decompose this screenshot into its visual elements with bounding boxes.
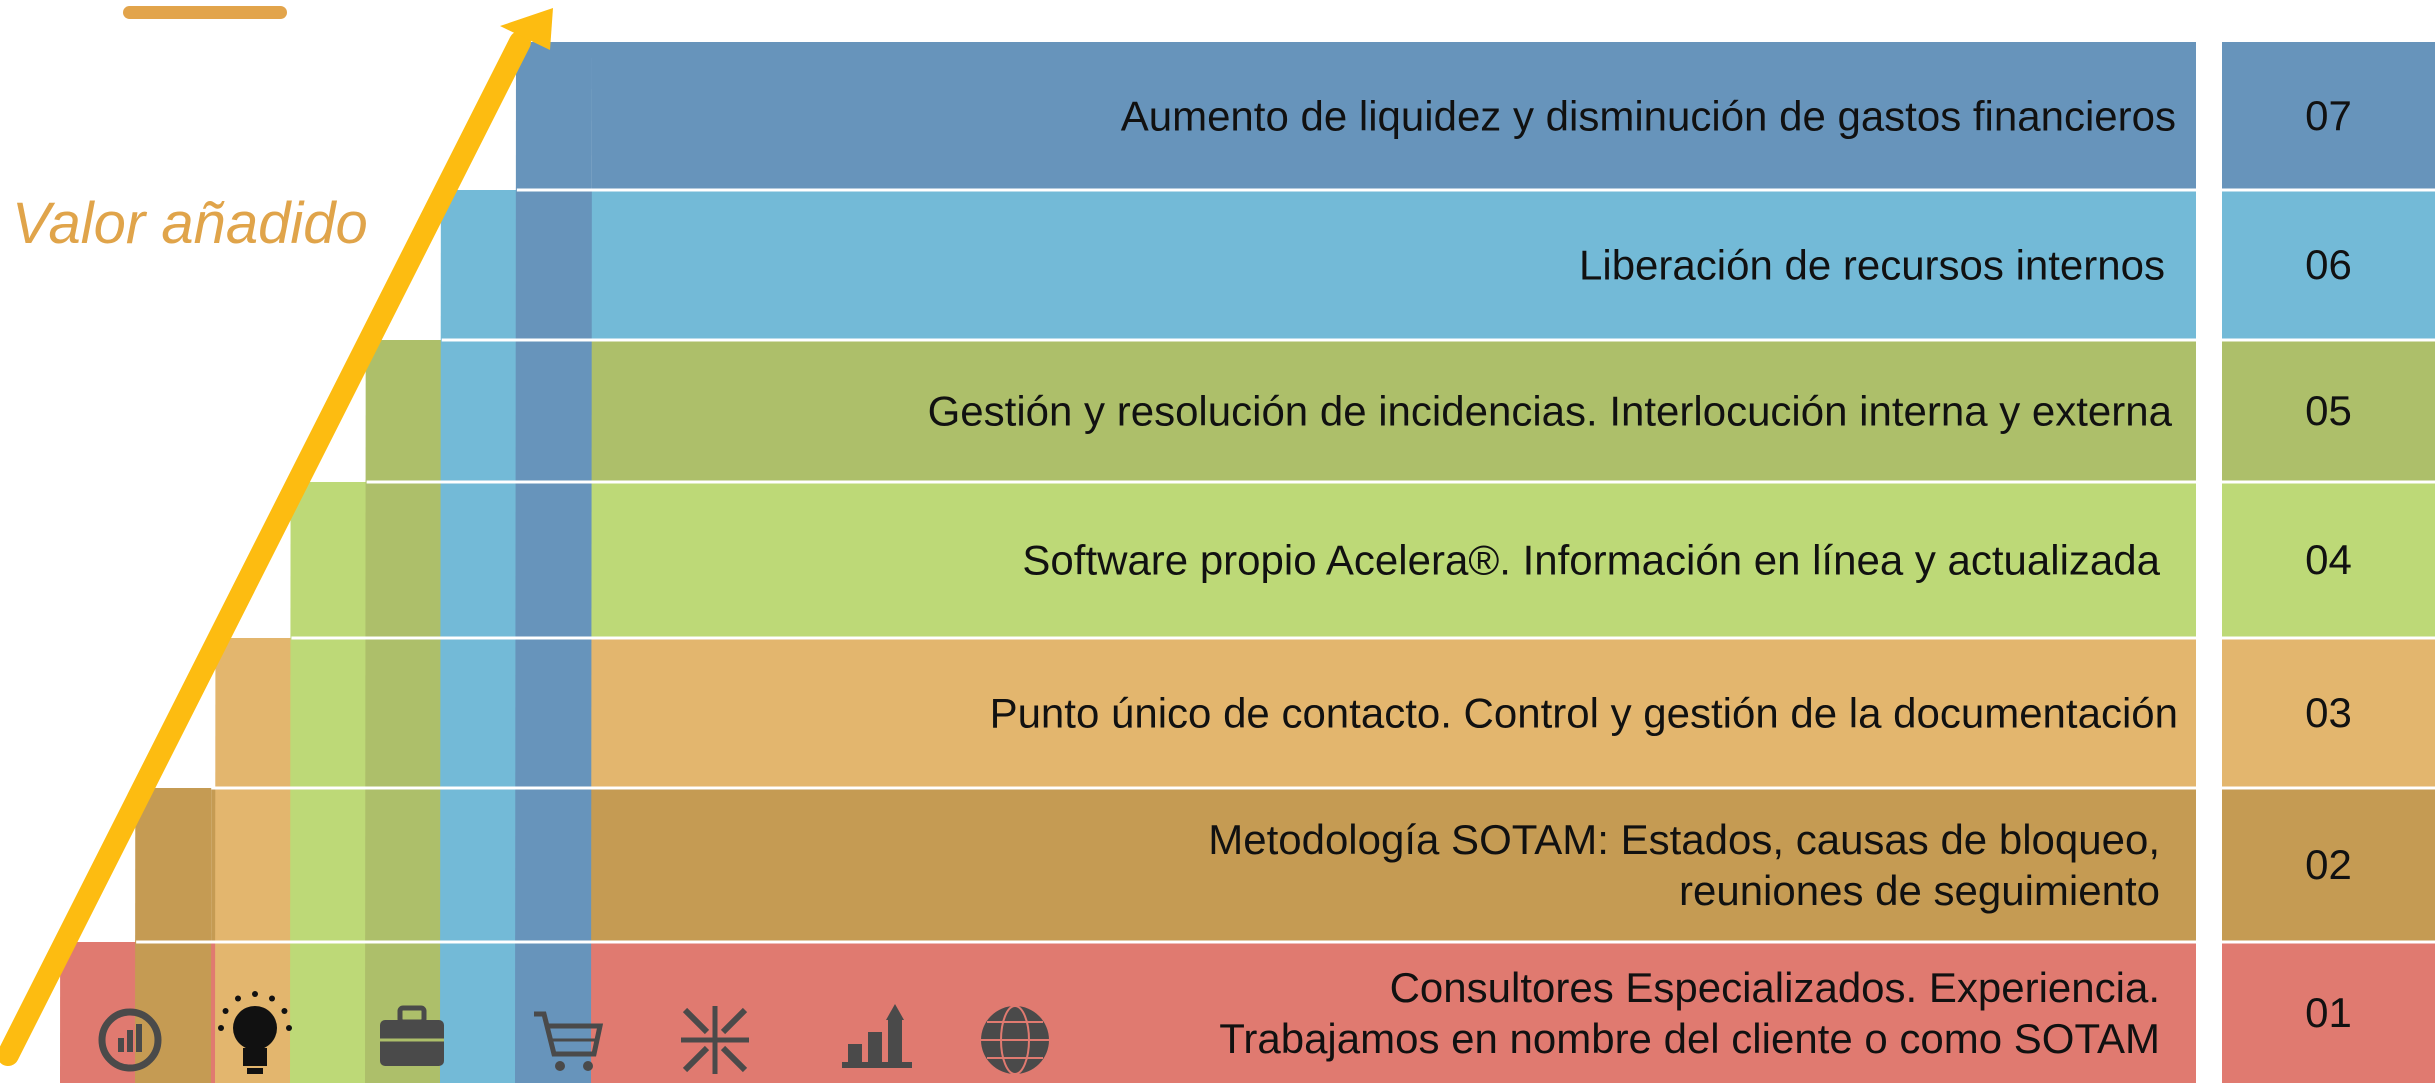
level-03-number-cell [2222, 638, 2435, 788]
value-arrow-shaft [0, 31, 531, 1066]
level-05-number: 05 [2305, 387, 2352, 434]
level-07-number-cell [2222, 42, 2435, 190]
level-04-number-cell [2222, 482, 2435, 638]
level-03-stripe [215, 638, 292, 1083]
shopping-cart-icon [534, 1011, 604, 1071]
value-arrow-head [500, 8, 553, 50]
level-02-text: Metodología SOTAM: Estados, causas de bl… [1208, 815, 2160, 914]
level-04-text: Software propio Acelera®. Información en… [1022, 536, 2160, 584]
level-01-stripe [60, 942, 137, 1083]
level-06-number-cell [2222, 190, 2435, 340]
level-04-band [366, 482, 2196, 638]
pie-chart-icon [98, 1008, 162, 1072]
level-03-text: Punto único de contacto. Control y gesti… [989, 689, 2178, 737]
level-04-number: 04 [2305, 536, 2352, 583]
level-05-band [441, 340, 2196, 482]
level-06-band [516, 190, 2196, 340]
briefcase-icon [380, 1005, 444, 1066]
level-01-band [136, 942, 2196, 1083]
level-01-number-cell [2222, 942, 2435, 1083]
level-06-number: 06 [2305, 241, 2352, 288]
level-05-number-cell [2222, 340, 2435, 482]
level-02-stripe [135, 788, 212, 1083]
value-added-label: Valor añadido [12, 191, 368, 256]
level-07-number: 07 [2305, 92, 2352, 139]
level-02-number: 02 [2305, 841, 2352, 888]
level-07-stripe [515, 42, 592, 1083]
level-02-band [211, 788, 2196, 942]
level-05-text: Gestión y resolución de incidencias. Int… [927, 387, 2172, 435]
level-03-number: 03 [2305, 689, 2352, 736]
level-01-number: 01 [2305, 988, 2352, 1036]
level-07-text: Aumento de liquidez y disminución de gas… [1120, 92, 2176, 140]
level-01-text: Consultores Especializados. Experiencia.… [1219, 963, 2160, 1062]
level-07-band [591, 42, 2196, 190]
converge-arrows-icon [681, 1006, 749, 1074]
level-06-text: Liberación de recursos internos [1579, 241, 2165, 289]
chart-arrow-up-icon [842, 1004, 912, 1068]
level-03-band [291, 638, 2196, 788]
lightbulb-icon [218, 991, 292, 1074]
level-05-stripe [365, 340, 442, 1083]
level-02-number-cell [2222, 788, 2435, 942]
accent-line [123, 6, 287, 19]
globe-icon [981, 1005, 1049, 1075]
level-04-stripe [290, 482, 367, 1083]
